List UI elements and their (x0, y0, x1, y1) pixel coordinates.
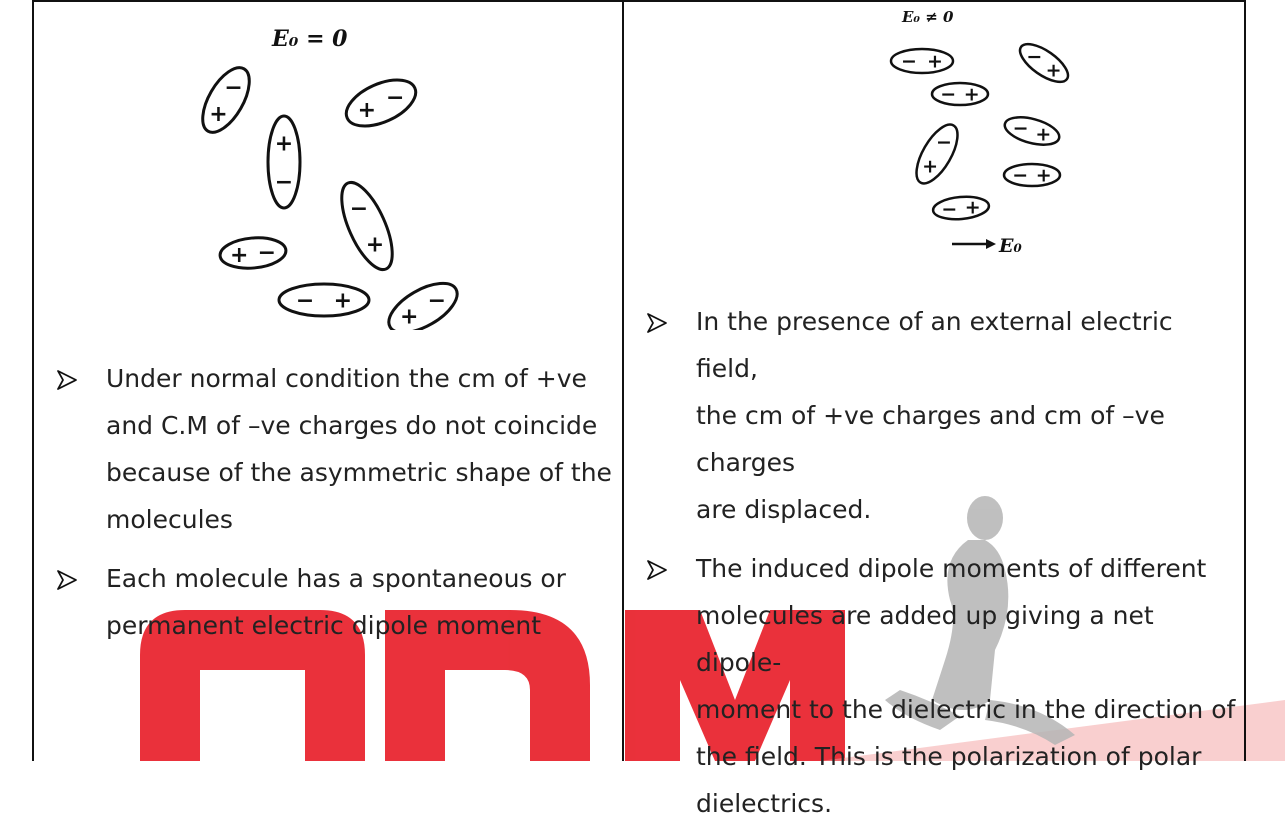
bullet-item: In the presence of an external electric … (632, 298, 1242, 533)
dipole-outline (1002, 112, 1062, 150)
dipole-outline (1014, 37, 1072, 89)
dipole-charge: + (922, 156, 938, 178)
dipole-molecule: +− (908, 118, 965, 189)
dipole-outline (908, 118, 965, 189)
bullet-line: permanent electric dipole moment (106, 602, 612, 649)
bullet-line: The induced dipole moments of different (696, 545, 1242, 592)
bullet-line: dielectrics. (696, 780, 1242, 827)
dipole-charge: − (275, 170, 293, 195)
bullet-line: are displaced. (696, 486, 1242, 533)
bullet-line: the cm of +ve charges and cm of –ve char… (696, 392, 1242, 486)
table-border-top (32, 0, 1246, 2)
field-label: E₀ (998, 235, 1022, 257)
bullet-line: Each molecule has a spontaneous or (106, 555, 612, 602)
dipole-charge: − (1013, 118, 1029, 140)
table-border-middle (622, 0, 624, 761)
dipole-charge: + (275, 131, 293, 156)
dipole-outline (339, 71, 422, 136)
dipole-charge: + (1035, 124, 1051, 146)
right-dipole-figure: E₀ ≠ 0 −+−+−+−++−−+−+ E₀ (852, 4, 1072, 266)
dipole-charge: − (936, 132, 952, 154)
dipole-molecule: +− (193, 60, 258, 139)
left-dipole-figure: E₀ = 0 +−+−+−−++−−++− (178, 14, 478, 330)
dipole-charge: − (296, 289, 314, 314)
dipole-charge: − (386, 85, 404, 110)
dipole-molecule: −+ (932, 83, 988, 106)
bullet-line: moment to the dielectric in the directio… (696, 686, 1242, 733)
bullet-line: molecules are added up giving a net dipo… (696, 592, 1242, 686)
dipole-charge: + (366, 233, 384, 258)
content-table: E₀ = 0 +−+−+−−++−−++− Under normal condi… (32, 0, 1246, 761)
dipole-charge: − (350, 197, 368, 222)
dipole-charge: + (358, 98, 376, 123)
dipole-charge: + (1046, 59, 1062, 81)
bullet-line: In the presence of an external electric … (696, 298, 1242, 392)
dipole-molecule: −+ (331, 176, 402, 277)
dipole-charge: + (964, 84, 980, 106)
left-figure-label: E₀ = 0 (271, 26, 348, 52)
dipole-molecule: −+ (932, 195, 990, 223)
dipole-charge: + (209, 102, 227, 127)
table-border-right (1244, 0, 1246, 761)
dipole-charge: − (941, 199, 957, 221)
dipole-charge: + (400, 305, 418, 330)
dipole-charge: − (940, 84, 956, 106)
dipole-molecule: −+ (279, 284, 369, 316)
dipole-charge: + (334, 289, 352, 314)
dipole-molecule: −+ (891, 49, 953, 73)
dipole-molecule: +− (339, 71, 422, 136)
bullet-line: molecules (106, 496, 612, 543)
dipole-molecule: +− (268, 116, 300, 208)
dipole-outline (331, 176, 402, 277)
dipole-charge: + (927, 51, 943, 73)
dipole-molecule: +− (381, 273, 465, 330)
dipole-molecule: −+ (1004, 164, 1060, 187)
table-border-left (32, 0, 34, 761)
dipole-charge: − (258, 240, 276, 265)
arrow-bullet-icon (56, 569, 78, 591)
bullet-line: Under normal condition the cm of +ve (106, 355, 612, 402)
dipole-outline (279, 284, 369, 316)
dipole-charge: + (965, 197, 981, 219)
dipole-molecule: +− (219, 235, 287, 271)
arrow-bullet-icon (56, 369, 78, 391)
right-figure-label: E₀ ≠ 0 (901, 8, 954, 26)
dipole-molecule: −+ (1013, 36, 1072, 90)
dipole-molecule: −+ (1002, 112, 1063, 151)
arrow-bullet-icon (646, 559, 668, 581)
dipole-charge: − (428, 289, 446, 314)
dipole-outline (381, 273, 465, 330)
dipole-charge: − (901, 51, 917, 73)
arrow-bullet-icon (646, 312, 668, 334)
dipole-charge: + (1036, 165, 1052, 187)
right-bullet-list: In the presence of an external electric … (632, 298, 1242, 827)
dipole-charge: − (224, 76, 242, 101)
dipole-charge: + (230, 243, 248, 268)
dipole-charge: − (1012, 165, 1028, 187)
field-arrow: E₀ (952, 235, 1022, 257)
bullet-line: the field. This is the polarization of p… (696, 733, 1242, 780)
dipole-charge: − (1026, 46, 1042, 68)
bullet-line: and C.M of –ve charges do not coincide (106, 402, 612, 449)
bullet-line: because of the asymmetric shape of the (106, 449, 612, 496)
